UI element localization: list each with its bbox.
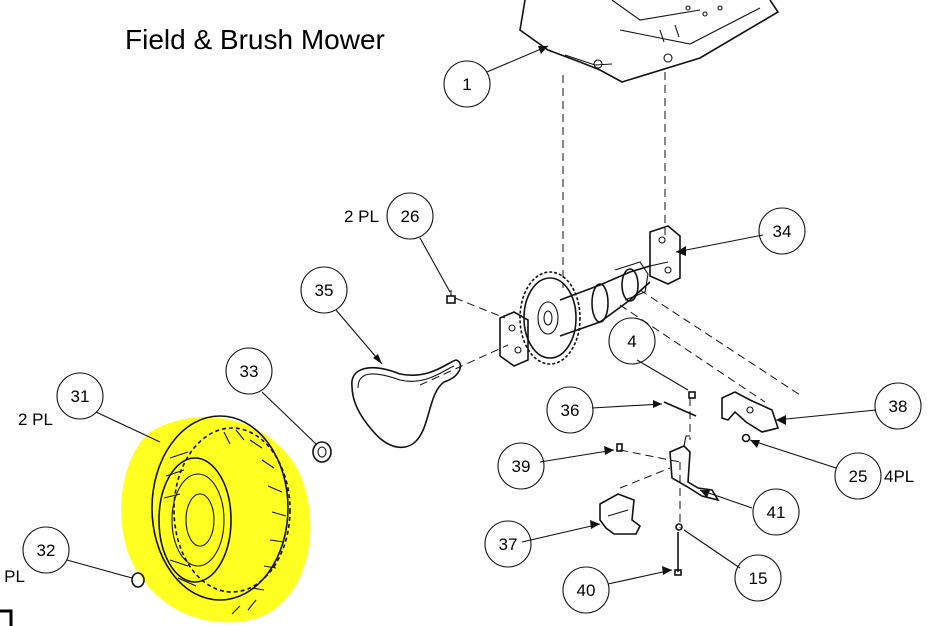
- callout-33: 33: [225, 347, 273, 395]
- nut-33: [312, 441, 332, 463]
- callout-label: 26: [401, 207, 420, 226]
- callout-1: 1: [443, 60, 491, 108]
- callout-15: 15: [734, 554, 782, 602]
- bolt-39: [616, 443, 623, 452]
- callout-34: 34: [758, 207, 806, 255]
- callout-label: 37: [499, 535, 518, 554]
- callout-40: 40: [562, 566, 610, 614]
- callout-label: 38: [889, 397, 908, 416]
- callout-26: 26: [386, 192, 434, 240]
- assembly-lines: [419, 72, 801, 528]
- qty-note-31: 2 PL: [18, 410, 53, 429]
- callout-31: 31: [56, 372, 104, 420]
- callout-38: 38: [874, 382, 922, 430]
- leader-lines: [66, 45, 877, 585]
- callout-36: 36: [546, 386, 594, 434]
- callout-4: 4: [608, 317, 656, 365]
- corner-mark: [0, 609, 13, 626]
- bolt-40: [674, 532, 682, 576]
- bracket-38: [721, 391, 780, 433]
- diagram-title: Field & Brush Mower: [125, 24, 385, 55]
- nut-25: [741, 433, 751, 443]
- mower-frame: [519, 0, 780, 83]
- callout-label: 34: [773, 222, 792, 241]
- callout-label: 39: [512, 457, 531, 476]
- callout-label: 32: [37, 541, 56, 560]
- callout-41: 41: [752, 488, 800, 536]
- callout-32: 32: [22, 526, 70, 574]
- nut-32: [131, 572, 145, 588]
- bolt-4: [688, 391, 696, 399]
- nut-15: [675, 523, 683, 531]
- sprocket-axle-assembly: [499, 225, 681, 367]
- bolt-26: [446, 290, 456, 304]
- callout-39: 39: [497, 442, 545, 490]
- callout-37: 37: [484, 520, 532, 568]
- callout-label: 41: [767, 503, 786, 522]
- pin-36: [663, 401, 697, 417]
- callout-label: 4: [627, 332, 636, 351]
- bracket-41: [669, 435, 720, 502]
- callout-label: 31: [71, 387, 90, 406]
- callouts: 1 26 34 35 4 33 31 36 38 39 25 41 32 37 …: [22, 60, 922, 614]
- drive-chain: [351, 359, 462, 449]
- wheel-highlight: [121, 416, 311, 623]
- callout-label: 40: [577, 581, 596, 600]
- callout-label: 1: [462, 75, 471, 94]
- callout-label: 25: [849, 467, 868, 486]
- bracket-37: [599, 493, 642, 535]
- qty-note-32: 5 PL: [0, 567, 25, 586]
- qty-note-26: 2 PL: [344, 207, 379, 226]
- callout-label: 35: [315, 281, 334, 300]
- callout-25: 25: [834, 452, 882, 500]
- callout-label: 15: [749, 569, 768, 588]
- qty-note-25: 4PL: [884, 467, 914, 486]
- callout-label: 33: [240, 362, 259, 381]
- wheel-tire: [151, 415, 291, 615]
- callout-label: 36: [561, 401, 580, 420]
- callout-35: 35: [300, 266, 348, 314]
